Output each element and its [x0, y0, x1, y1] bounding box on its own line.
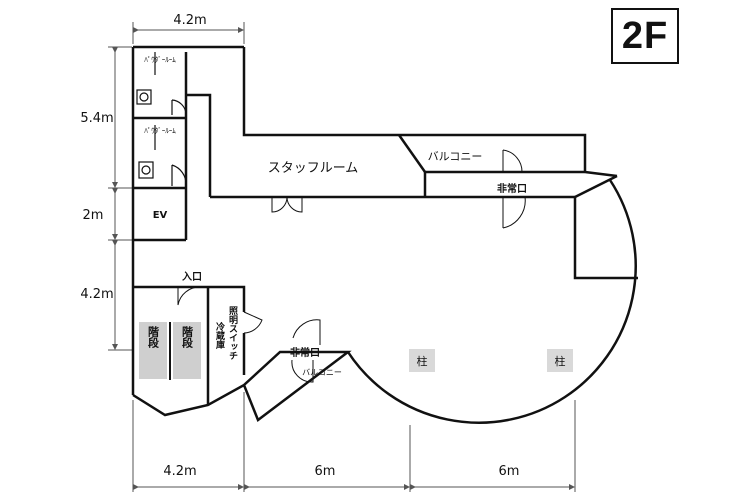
- dim-bottom-right: 6m: [499, 464, 520, 479]
- emergency-exit-lower-label: 非常口: [290, 346, 320, 359]
- pillar-2: [547, 349, 573, 372]
- pillar-1: [409, 349, 435, 372]
- elevator-label: EV: [153, 210, 168, 221]
- balcony-lower-label: バルコニー: [302, 368, 342, 377]
- dim-left-lower: 4.2m: [80, 287, 113, 302]
- floor-badge: 2F: [611, 8, 679, 64]
- entrance-label: 入口: [182, 271, 202, 283]
- dim-left-middle: 2m: [83, 208, 104, 223]
- powder-room-1-label: ﾊﾟｳﾀﾞｰﾙｰﾑ: [144, 56, 176, 64]
- powder-room-2-label: ﾊﾟｳﾀﾞｰﾙｰﾑ: [144, 127, 176, 135]
- stairs-2-label: 階段: [181, 325, 194, 349]
- refrigerator-label: 冷蔵庫: [214, 321, 225, 350]
- doors: [177, 149, 526, 383]
- pillar-1-label: 柱: [417, 354, 428, 368]
- stairs-1-label: 階段: [147, 325, 160, 349]
- floor-label: 2F: [621, 14, 669, 57]
- dimension-lines: [108, 22, 576, 492]
- walls: [131, 45, 638, 424]
- dim-bottom-left: 4.2m: [163, 464, 196, 479]
- toilet-details: [136, 52, 187, 186]
- stairs: [139, 322, 201, 380]
- staff-room-label: スタッフルーム: [268, 161, 359, 176]
- dim-bottom-middle: 6m: [315, 464, 336, 479]
- balcony-upper-label: バルコニー: [428, 150, 483, 163]
- dim-left-upper: 5.4m: [80, 111, 113, 126]
- dim-top: 4.2m: [173, 13, 206, 28]
- light-switch-label: 照明スイッチ: [227, 306, 238, 360]
- emergency-exit-upper-label: 非常口: [497, 182, 527, 195]
- pillar-2-label: 柱: [555, 354, 566, 368]
